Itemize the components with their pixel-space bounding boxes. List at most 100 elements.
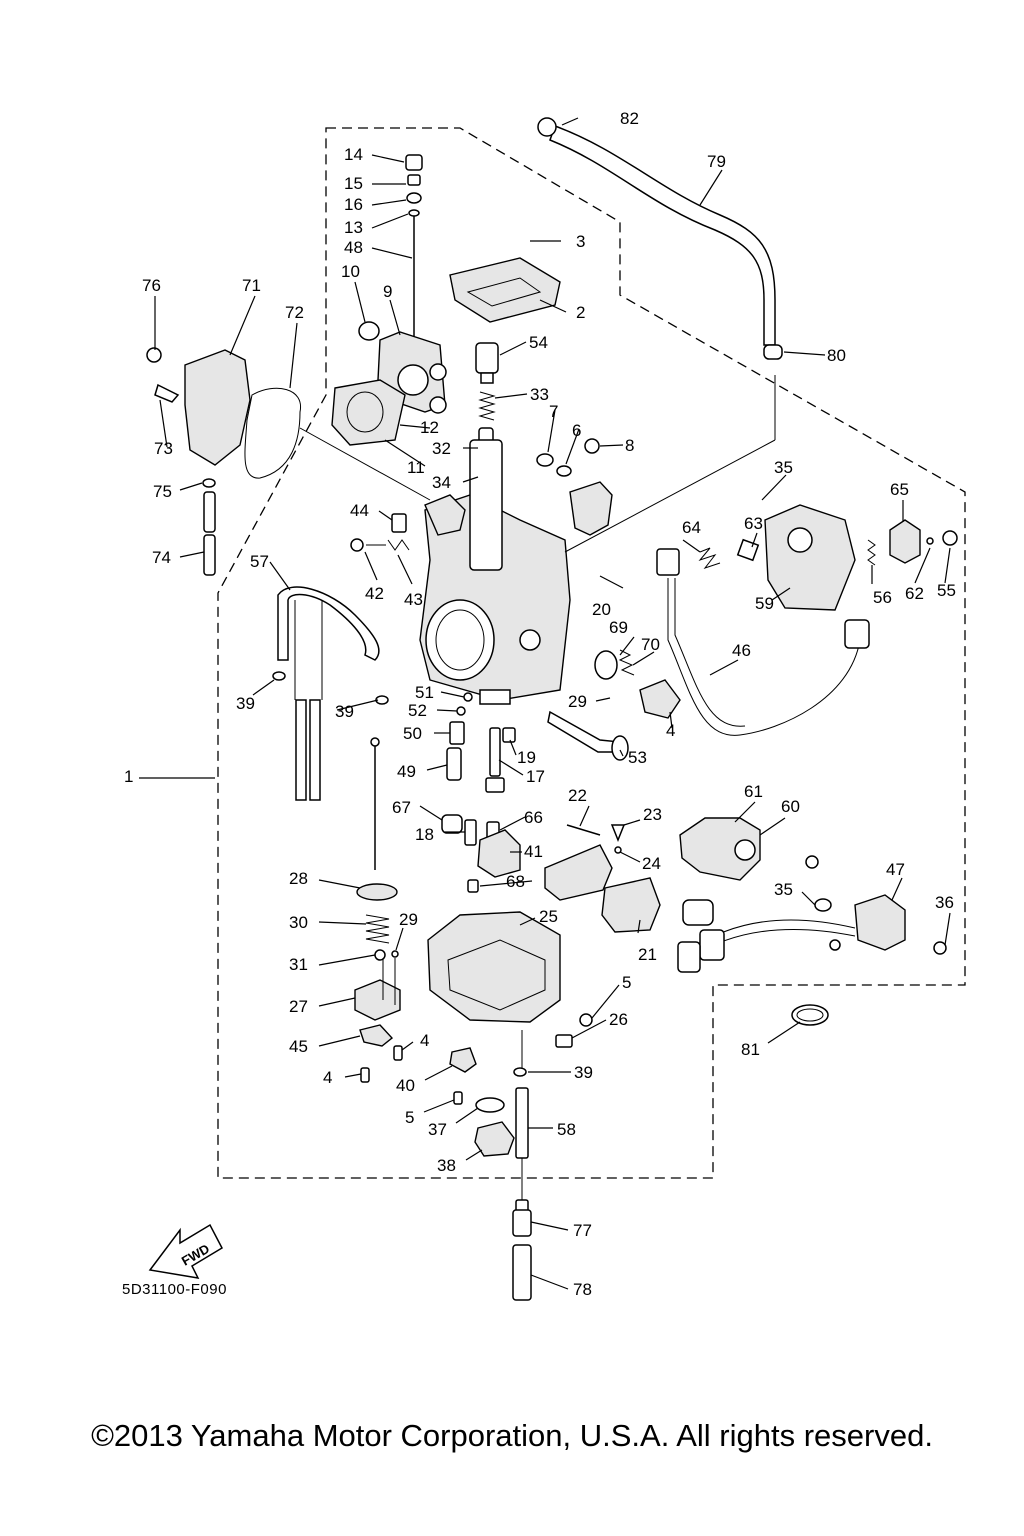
callout-15: 15 xyxy=(344,174,363,193)
pilot-screw-part xyxy=(547,710,621,753)
callout-10: 10 xyxy=(341,262,360,281)
needle-valve-seat-part xyxy=(477,829,521,878)
callout-35-top: 35 xyxy=(774,458,793,477)
callout-81: 81 xyxy=(741,1040,760,1059)
callout-35-bottom: 35 xyxy=(774,880,793,899)
callout-labels: 82 79 14 15 16 13 48 3 10 76 71 9 72 2 5… xyxy=(124,109,956,1299)
callout-46: 46 xyxy=(732,641,751,660)
callout-78: 78 xyxy=(573,1280,592,1299)
callout-39-mid: 39 xyxy=(335,702,354,721)
callout-23: 23 xyxy=(643,805,662,824)
float-chamber-part xyxy=(427,911,561,1023)
callout-25: 25 xyxy=(539,907,558,926)
callout-58: 58 xyxy=(557,1120,576,1139)
callout-59: 59 xyxy=(755,594,774,613)
callout-45: 45 xyxy=(289,1037,308,1056)
clip-part xyxy=(537,117,557,137)
callout-5-low: 5 xyxy=(405,1108,414,1127)
callout-57: 57 xyxy=(250,552,269,571)
callout-74: 74 xyxy=(152,548,171,567)
callout-7: 7 xyxy=(549,402,558,421)
diagram-code: 5D31100-F090 xyxy=(122,1281,227,1298)
callout-39-right: 39 xyxy=(574,1063,593,1082)
callout-49: 49 xyxy=(397,762,416,781)
callout-67: 67 xyxy=(392,798,411,817)
callout-9: 9 xyxy=(383,282,392,301)
assembly-boundary xyxy=(217,127,966,1179)
tps-sensor-part xyxy=(854,894,906,951)
callout-63: 63 xyxy=(744,514,763,533)
callout-11: 11 xyxy=(407,458,425,477)
callout-18: 18 xyxy=(415,825,434,844)
callout-16: 16 xyxy=(344,195,363,214)
callout-76: 76 xyxy=(142,276,161,295)
callout-68: 68 xyxy=(506,872,525,891)
callout-64: 64 xyxy=(682,518,701,537)
bracket-part xyxy=(569,481,613,536)
callout-53: 53 xyxy=(628,748,647,767)
callout-13: 13 xyxy=(344,218,363,237)
callout-33: 33 xyxy=(530,385,549,404)
callout-62: 62 xyxy=(905,584,924,603)
sensor-part xyxy=(475,342,499,374)
diaphragm-cover-part xyxy=(354,979,401,1021)
callout-5-right: 5 xyxy=(622,973,631,992)
callout-3: 3 xyxy=(576,232,585,251)
callout-43: 43 xyxy=(404,590,423,609)
connector-part xyxy=(844,619,870,649)
copyright-text: ©2013 Yamaha Motor Corporation, U.S.A. A… xyxy=(91,1418,933,1453)
callout-38: 38 xyxy=(437,1156,456,1175)
callout-4-low: 4 xyxy=(323,1068,332,1087)
callout-52: 52 xyxy=(408,701,427,720)
callout-82: 82 xyxy=(620,109,639,128)
callout-24: 24 xyxy=(642,854,661,873)
callout-77: 77 xyxy=(573,1221,592,1240)
callout-12: 12 xyxy=(420,418,439,437)
vent-hose-part xyxy=(277,586,380,661)
cover-plate-part xyxy=(449,257,561,323)
callout-65: 65 xyxy=(890,480,909,499)
callout-69: 69 xyxy=(609,618,628,637)
clamp-part xyxy=(763,344,783,360)
callout-21: 21 xyxy=(638,945,657,964)
callout-70: 70 xyxy=(641,635,660,654)
callout-31: 31 xyxy=(289,955,308,974)
callout-2: 2 xyxy=(576,303,585,322)
callout-80: 80 xyxy=(827,346,846,365)
callout-72: 72 xyxy=(285,303,304,322)
callout-4-right: 4 xyxy=(666,721,675,740)
callout-1: 1 xyxy=(124,767,133,786)
adjuster-knob-part xyxy=(889,519,921,564)
callout-30: 30 xyxy=(289,913,308,932)
cover-gasket-part xyxy=(244,387,301,479)
callout-47: 47 xyxy=(886,860,905,879)
callout-34: 34 xyxy=(432,473,451,492)
float-part xyxy=(544,844,613,901)
callout-75: 75 xyxy=(153,482,172,501)
screw-part xyxy=(405,154,423,171)
callout-42: 42 xyxy=(365,584,384,603)
callout-41: 41 xyxy=(524,842,543,861)
callout-73: 73 xyxy=(154,439,173,458)
callout-44: 44 xyxy=(350,501,369,520)
callout-20: 20 xyxy=(592,600,611,619)
callout-28: 28 xyxy=(289,869,308,888)
callout-29-left: 29 xyxy=(399,910,418,929)
callout-56: 56 xyxy=(873,588,892,607)
callout-48: 48 xyxy=(344,238,363,257)
callout-71: 71 xyxy=(242,276,261,295)
callout-60: 60 xyxy=(781,797,800,816)
callout-4-mid: 4 xyxy=(420,1031,429,1050)
callout-66: 66 xyxy=(524,808,543,827)
callout-55: 55 xyxy=(937,581,956,600)
callout-39-left: 39 xyxy=(236,694,255,713)
hose-clamp-part xyxy=(791,1004,829,1026)
sensor-plate-part xyxy=(679,817,761,881)
fwd-arrow-icon: FWD xyxy=(148,1223,223,1279)
drain-plug-part xyxy=(474,1121,515,1157)
callout-6: 6 xyxy=(572,421,581,440)
callout-27: 27 xyxy=(289,997,308,1016)
callout-79: 79 xyxy=(707,152,726,171)
